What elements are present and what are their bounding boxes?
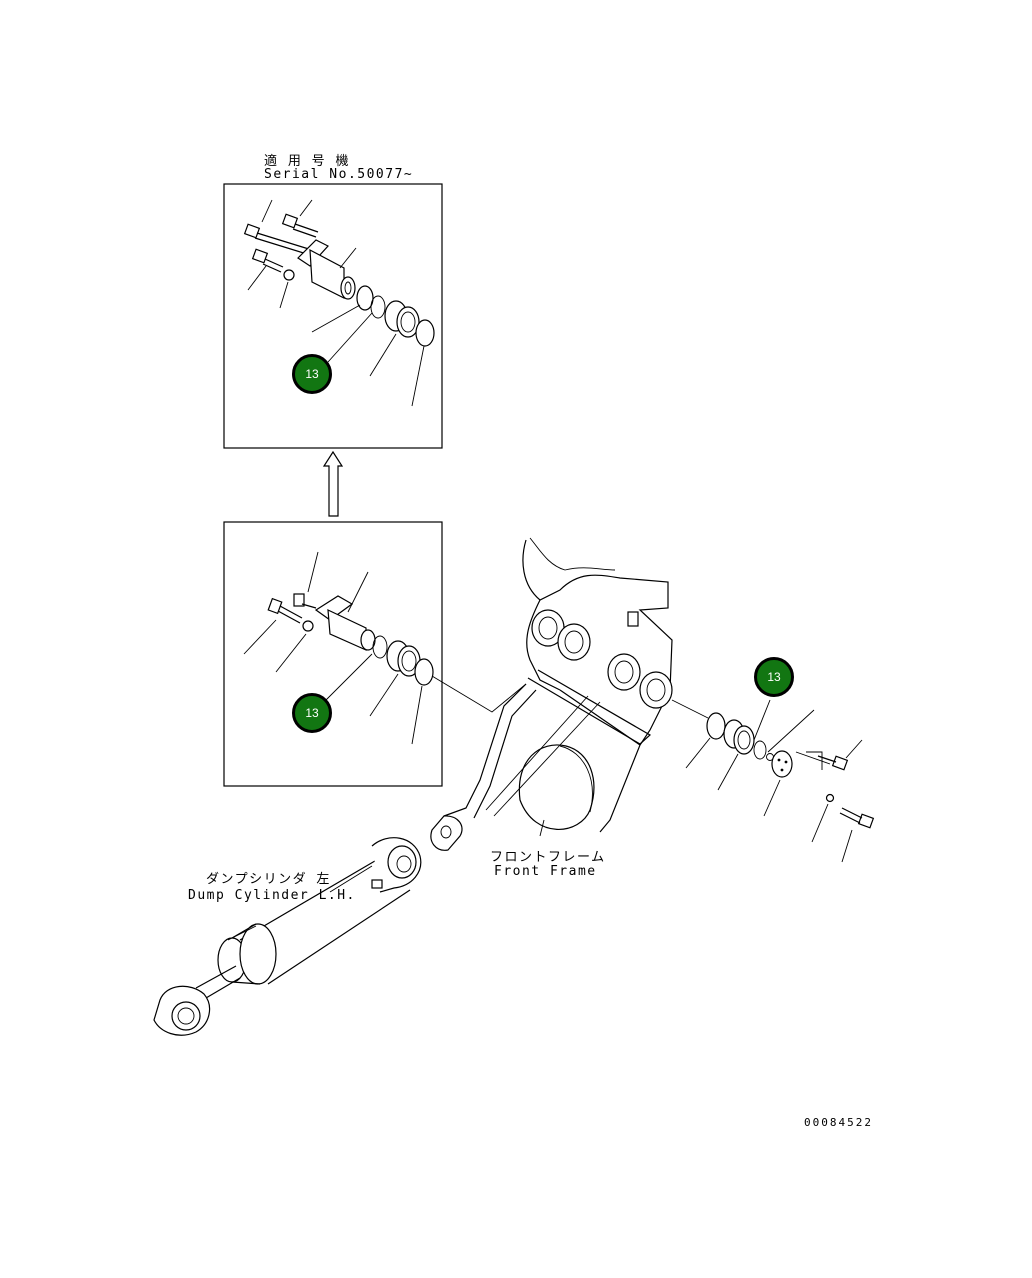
frame-boss-3 bbox=[607, 653, 641, 691]
callout-13-main[interactable]: 13 bbox=[754, 657, 794, 697]
oring-main bbox=[753, 740, 767, 760]
snap-ring-b bbox=[414, 658, 434, 686]
middle-detail-box bbox=[223, 521, 527, 787]
oring-1 bbox=[370, 295, 386, 319]
serial-label-en: Serial No.50077~ bbox=[264, 167, 414, 182]
bolt-3 bbox=[251, 248, 284, 273]
pin-housing bbox=[297, 239, 356, 300]
bearing-main bbox=[723, 719, 755, 755]
snap-ring-main-1 bbox=[706, 712, 726, 740]
front-frame-label-jp: フロントフレーム bbox=[490, 850, 606, 865]
top-detail-box bbox=[223, 183, 443, 449]
oring-b bbox=[372, 635, 388, 659]
main-pin-assembly bbox=[671, 699, 875, 863]
callout-13-middle[interactable]: 13 bbox=[292, 693, 332, 733]
dump-cylinder-label-en: Dump Cylinder L.H. bbox=[188, 888, 356, 903]
bolt-main-1 bbox=[795, 751, 849, 771]
front-frame bbox=[430, 537, 673, 851]
callout-13-top[interactable]: 13 bbox=[292, 354, 332, 394]
arrow-up bbox=[322, 450, 344, 517]
washer-main bbox=[825, 793, 835, 803]
bolt-a bbox=[293, 593, 317, 609]
plate-main bbox=[771, 750, 793, 778]
bolt-2 bbox=[281, 213, 319, 238]
front-frame-label-en: Front Frame bbox=[494, 864, 597, 879]
frame-boss-2 bbox=[557, 623, 591, 661]
dump-cylinder bbox=[153, 837, 422, 1036]
bolt-main-2 bbox=[839, 807, 875, 829]
snap-ring-2 bbox=[415, 319, 435, 347]
dump-cylinder-label-jp: ダンプシリンダ 左 bbox=[206, 872, 331, 887]
serial-label-jp: 適 用 号 機 bbox=[264, 154, 350, 169]
washer-b bbox=[302, 620, 314, 632]
frame-boss-4 bbox=[639, 671, 673, 709]
bolt-b bbox=[267, 597, 303, 624]
drawing-number: 00084522 bbox=[804, 1116, 873, 1129]
washer bbox=[283, 269, 295, 281]
pin-housing-b bbox=[314, 595, 376, 651]
snap-ring-1 bbox=[356, 285, 374, 311]
bolt-1 bbox=[243, 223, 313, 256]
bearing-b bbox=[386, 640, 421, 677]
bearing-1 bbox=[384, 300, 420, 338]
